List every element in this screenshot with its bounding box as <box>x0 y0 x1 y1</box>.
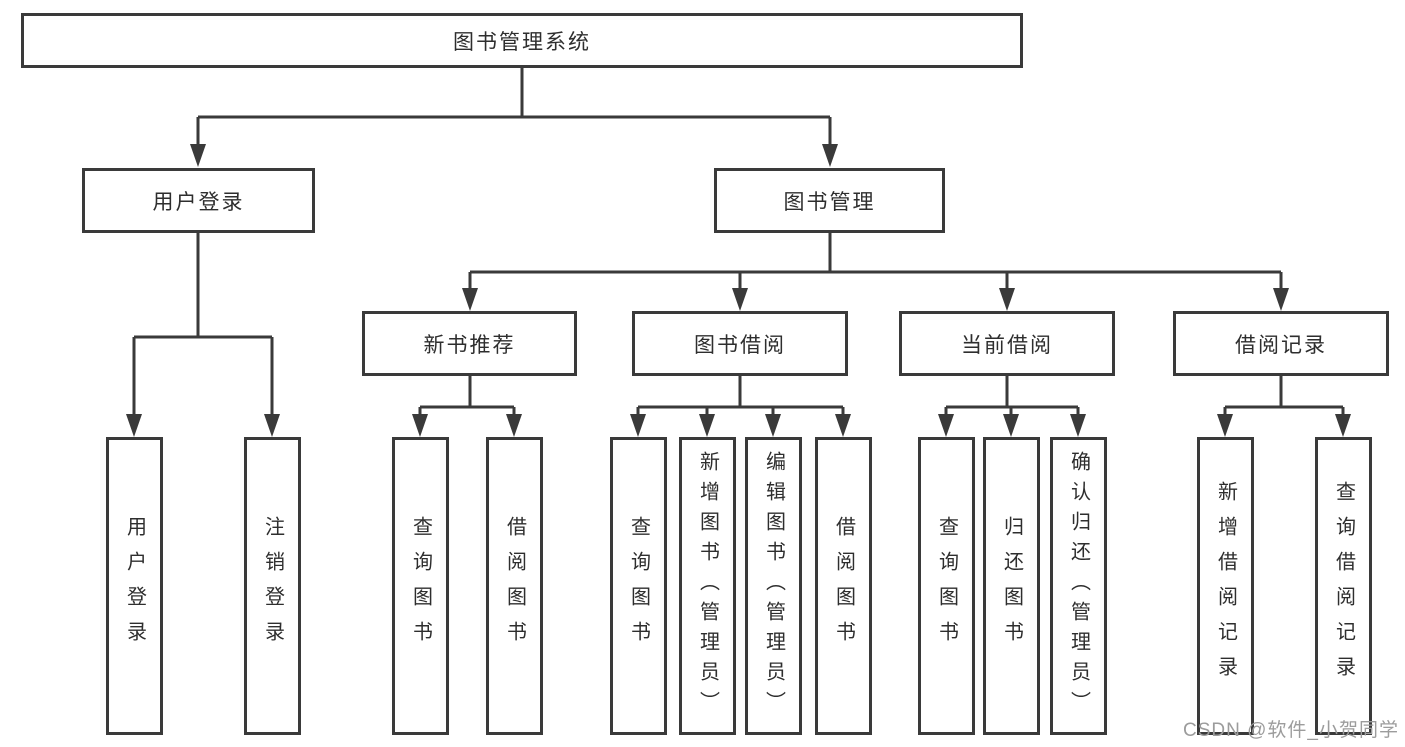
node-current-borrow: 当前借阅 <box>899 311 1115 376</box>
node-cb-query-book-label: 查询图书 <box>935 516 958 656</box>
node-book-management-label: 图书管理 <box>783 190 876 214</box>
node-rec-query-book: 查询图书 <box>392 437 449 735</box>
node-br-add-record-label: 新增借阅记录 <box>1214 481 1237 691</box>
node-root-label: 图书管理系统 <box>453 30 591 54</box>
node-rec-query-book-label: 查询图书 <box>409 516 432 656</box>
node-rec-borrow-book-label: 借阅图书 <box>503 516 526 656</box>
watermark: CSDN @软件_小贺同学 <box>1183 720 1399 741</box>
node-bb-borrow-book: 借阅图书 <box>815 437 872 735</box>
node-bb-query-book: 查询图书 <box>610 437 667 735</box>
node-borrow-records-label: 借阅记录 <box>1235 333 1327 357</box>
node-br-query-record-label: 查询借阅记录 <box>1332 481 1355 691</box>
node-borrow-records: 借阅记录 <box>1173 311 1389 376</box>
node-book-management: 图书管理 <box>714 168 945 233</box>
node-book-borrow-label: 图书借阅 <box>694 333 786 357</box>
node-user-login-label: 用户登录 <box>123 516 146 656</box>
node-rec-borrow-book: 借阅图书 <box>486 437 543 735</box>
node-new-book-recommend: 新书推荐 <box>362 311 577 376</box>
node-logout: 注销登录 <box>244 437 301 735</box>
node-bb-edit-book-admin: 编辑图书（管理员） <box>745 437 802 735</box>
node-cb-query-book: 查询图书 <box>918 437 975 735</box>
node-cb-return-book-label: 归还图书 <box>1000 516 1023 656</box>
node-bb-borrow-book-label: 借阅图书 <box>832 516 855 656</box>
node-bb-add-book-admin-label: 新增图书（管理员） <box>696 451 719 721</box>
node-user-login-group-label: 用户登录 <box>152 190 245 214</box>
node-cb-return-book: 归还图书 <box>983 437 1040 735</box>
node-br-add-record: 新增借阅记录 <box>1197 437 1254 735</box>
node-bb-add-book-admin: 新增图书（管理员） <box>679 437 736 735</box>
node-book-borrow: 图书借阅 <box>632 311 848 376</box>
node-bb-edit-book-admin-label: 编辑图书（管理员） <box>762 451 785 721</box>
node-user-login-group: 用户登录 <box>82 168 315 233</box>
node-logout-label: 注销登录 <box>261 516 284 656</box>
node-root-library-system: 图书管理系统 <box>21 13 1023 68</box>
node-user-login: 用户登录 <box>106 437 163 735</box>
node-cb-confirm-return-admin: 确认归还（管理员） <box>1050 437 1107 735</box>
node-current-borrow-label: 当前借阅 <box>961 333 1053 357</box>
node-new-book-recommend-label: 新书推荐 <box>423 333 516 357</box>
node-cb-confirm-return-admin-label: 确认归还（管理员） <box>1067 451 1090 721</box>
node-bb-query-book-label: 查询图书 <box>627 516 650 656</box>
node-br-query-record: 查询借阅记录 <box>1315 437 1372 735</box>
